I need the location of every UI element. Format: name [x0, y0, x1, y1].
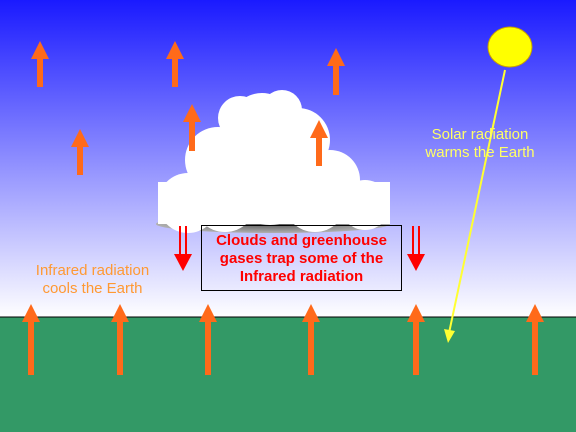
- infrared-arrow: [31, 41, 49, 87]
- infrared-arrow: [166, 41, 184, 87]
- infrared-arrow: [199, 304, 217, 375]
- solar-radiation-label: Solar radiation warms the Earth: [410, 126, 550, 162]
- infrared-arrow: [22, 304, 40, 375]
- greenhouse-trap-box: Clouds and greenhouse gases trap some of…: [201, 225, 402, 291]
- solar-label-line-1: Solar radiation: [431, 126, 529, 143]
- solar-label-line-2: warms the Earth: [425, 144, 535, 161]
- trapped-radiation-arrows: [174, 226, 425, 271]
- infrared-label-line-2: cools the Earth: [42, 280, 143, 297]
- cloud-puffs: [158, 90, 390, 233]
- infrared-arrow: [526, 304, 544, 375]
- infrared-arrows: [22, 41, 544, 375]
- trap-label-line-2: gases trap some of the: [219, 250, 384, 267]
- infrared-arrow: [327, 48, 345, 95]
- infrared-arrow: [302, 304, 320, 375]
- trap-label-line-1: Clouds and greenhouse: [216, 232, 387, 249]
- cloud-icon: [156, 90, 390, 233]
- infrared-arrow: [310, 120, 328, 166]
- trap-label-line-3: Infrared radiation: [239, 268, 364, 285]
- infrared-label-line-1: Infrared radiation: [35, 262, 150, 279]
- infrared-arrow: [71, 129, 89, 175]
- trapped-arrow: [174, 226, 192, 271]
- infrared-arrow: [407, 304, 425, 375]
- sun-icon: [487, 26, 533, 68]
- infrared-radiation-label: Infrared radiation cools the Earth: [20, 262, 165, 298]
- ground: [0, 317, 576, 432]
- infrared-arrow: [183, 104, 201, 151]
- infrared-arrow: [111, 304, 129, 375]
- solar-radiation-arrow: [444, 69, 506, 343]
- trapped-arrow: [407, 226, 425, 271]
